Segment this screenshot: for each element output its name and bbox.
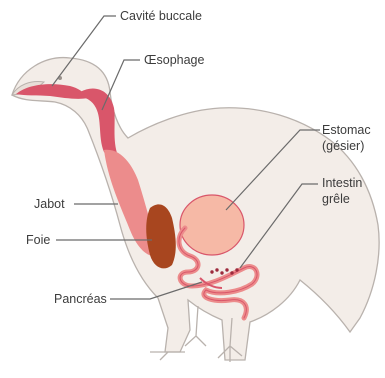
label-oesophage: Œsophage (144, 53, 205, 67)
label-estomac-line1: Estomac (322, 123, 371, 137)
label-foie: Foie (26, 233, 50, 247)
label-pancreas: Pancréas (54, 292, 107, 306)
label-jabot: Jabot (34, 197, 65, 211)
stomach-organ (180, 195, 244, 255)
label-intestin-line1: Intestin (322, 176, 362, 190)
foot-left (150, 352, 185, 360)
label-intestin-line2: grêle (322, 192, 350, 206)
label-estomac-line2: (gésier) (322, 139, 364, 153)
label-cavite-buccale: Cavité buccale (120, 9, 202, 23)
